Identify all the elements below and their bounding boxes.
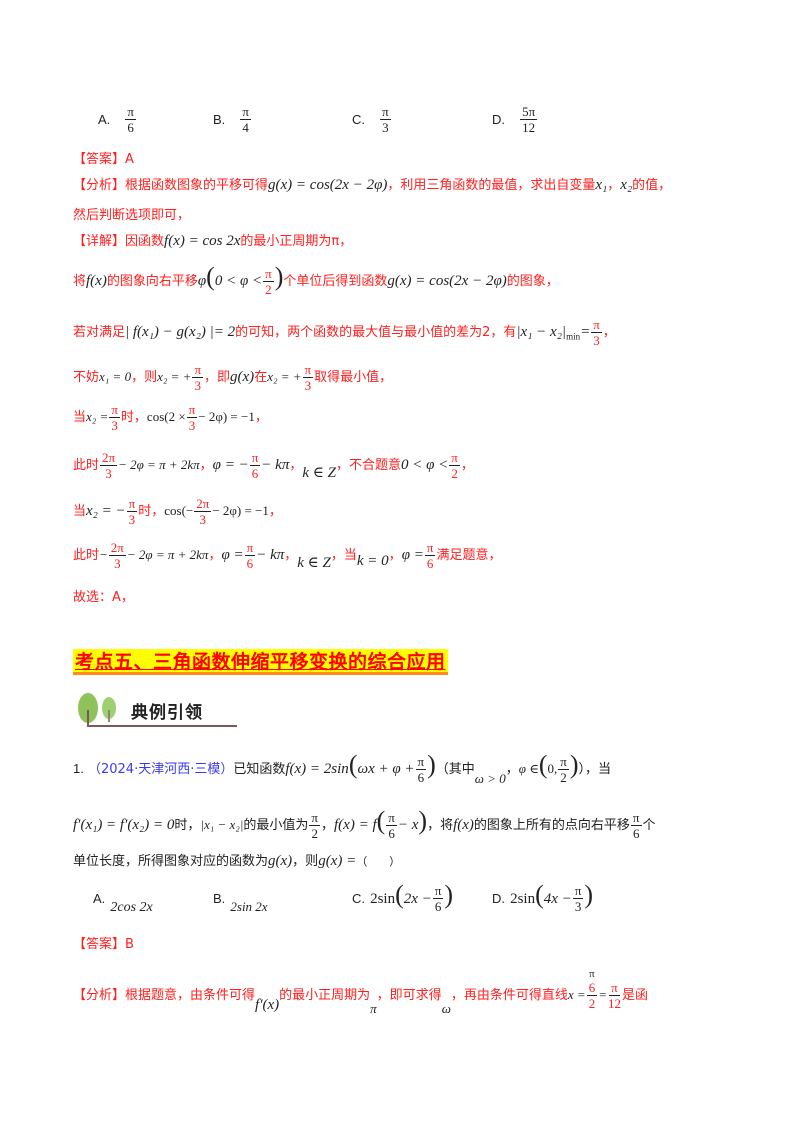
banner-label: 典例引领 xyxy=(131,703,203,723)
tree-icon xyxy=(78,693,116,727)
question-1-line-1: 1. （2024·天津河西·三模）已知函数f(x) = 2sin(ωx + φ … xyxy=(73,750,612,786)
q1-analysis-line: 【分析】根据题意，由条件可得f′(x)的最小正周期为π，即可求得ω，再由条件可得… xyxy=(73,968,648,1016)
section-title: 考点五、三角函数伸缩平移变换的综合应用 xyxy=(73,649,448,675)
question-source: （2024·天津河西·三模） xyxy=(87,762,234,777)
conclusion-line: 故选：A， xyxy=(73,590,134,605)
question-1-line-3: 单位长度，所得图象对应的函数为g(x)，则g(x) =（ ） xyxy=(73,853,401,869)
q1-option-a: A. 2cos 2x xyxy=(93,891,153,915)
answer-line: 【答案】A xyxy=(73,152,134,167)
analysis-line-1: 【分析】根据函数图象的平移可得g(x) = cos(2x − 2φ)，利用三角函… xyxy=(73,177,672,193)
q1-answer-line: 【答案】B xyxy=(73,937,134,952)
analysis-line-2: 然后判断选项即可， xyxy=(73,208,191,223)
example-banner: 典例引领 xyxy=(73,688,237,728)
detail-line-3: 若对满足| f(x₁) − g(x₂) |= 2的可知，两个函数的最大值与最小值… xyxy=(73,317,616,348)
q1-option-b: B. 2sin 2x xyxy=(213,891,268,914)
detail-line-1: 【详解】因函数f(x) = cos 2x的最小正周期为π， xyxy=(73,233,353,249)
banner-underline xyxy=(89,725,237,727)
